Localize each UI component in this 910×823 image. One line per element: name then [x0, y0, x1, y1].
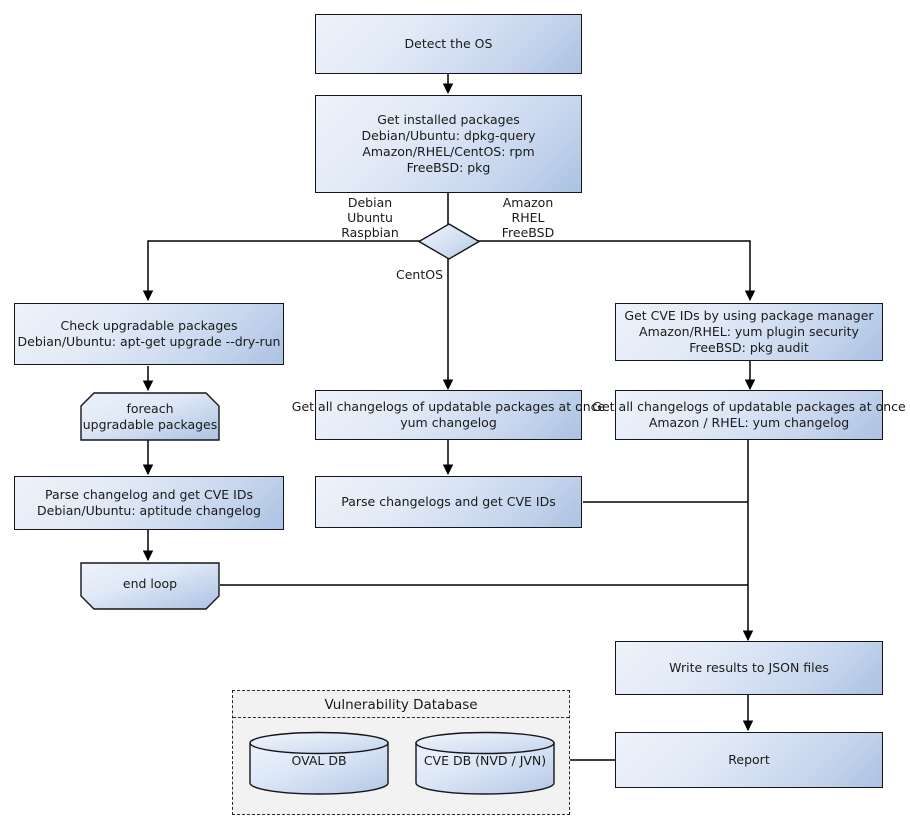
node-get-cve-ids-package-manager-line-2: Amazon/RHEL: yum plugin security [639, 324, 859, 339]
node-foreach-loop-text: foreach upgradable packages [80, 392, 220, 441]
node-changelogs-right-line-2: Amazon / RHEL: yum changelog [648, 415, 850, 430]
node-check-upgradable-packages-line-1: Check upgradable packages [60, 318, 238, 333]
group-header-divider [233, 717, 569, 718]
edge-label-left-branch-line-2: Ubuntu [347, 210, 393, 225]
node-foreach-loop-line-2: upgradable packages [82, 416, 218, 432]
cve-db-label: CVE DB (NVD / JVN) [423, 753, 547, 768]
node-detect-os[interactable]: Detect the OS [315, 14, 582, 74]
node-write-results-json-label: Write results to JSON files [669, 660, 829, 675]
node-write-results-json[interactable]: Write results to JSON files [615, 641, 883, 695]
decision-diamond-os-family[interactable] [418, 223, 480, 260]
edge-label-left-branch-line-1: Debian [347, 195, 393, 210]
oval-db-cylinder [249, 731, 389, 795]
node-get-installed-packages[interactable]: Get installed packages Debian/Ubuntu: dp… [315, 95, 582, 193]
oval-db-label: OVAL DB [291, 753, 347, 768]
edge-label-right-branch-line-3: FreeBSD [501, 225, 555, 240]
node-get-installed-packages-line-3: Amazon/RHEL/CentOS: rpm [362, 144, 535, 159]
node-check-upgradable-packages[interactable]: Check upgradable packages Debian/Ubuntu:… [14, 303, 284, 365]
node-report[interactable]: Report [615, 732, 883, 788]
node-get-cve-ids-package-manager-line-3: FreeBSD: pkg audit [689, 340, 809, 355]
node-end-loop[interactable] [80, 562, 220, 610]
node-changelogs-center-line-2: yum changelog [400, 415, 497, 430]
edge-decision-right [478, 240, 756, 302]
node-get-cve-ids-package-manager-line-1: Get CVE IDs by using package manager [624, 308, 874, 323]
node-foreach-loop-line-1: foreach [126, 400, 174, 416]
node-get-installed-packages-line-2: Debian/Ubuntu: dpkg-query [361, 128, 536, 143]
edge-decision-left [142, 240, 420, 302]
node-parse-changelogs-center-label: Parse changelogs and get CVE IDs [341, 494, 556, 509]
edge-label-right-branch-line-2: RHEL [511, 210, 545, 225]
edge-label-right-branch: Amazon RHEL FreeBSD [483, 195, 573, 240]
node-changelogs-center-line-1: Get all changelogs of updatable packages… [291, 399, 606, 414]
edge-label-left-branch: Debian Ubuntu Raspbian [325, 195, 415, 240]
node-get-cve-ids-package-manager[interactable]: Get CVE IDs by using package manager Ama… [615, 303, 883, 361]
node-report-label: Report [728, 752, 770, 767]
node-foreach-loop[interactable] [80, 392, 220, 441]
node-get-installed-packages-line-4: FreeBSD: pkg [406, 160, 491, 175]
node-changelogs-right-line-1: Get all changelogs of updatable packages… [592, 399, 906, 414]
cve-db-cylinder [415, 731, 555, 795]
edge-label-left-branch-line-3: Raspbian [341, 225, 399, 240]
node-check-upgradable-packages-line-2: Debian/Ubuntu: apt-get upgrade --dry-run [17, 334, 281, 349]
node-get-installed-packages-line-1: Get installed packages [377, 112, 520, 127]
node-end-loop-text: end loop [122, 576, 178, 591]
node-changelogs-right[interactable]: Get all changelogs of updatable packages… [592, 390, 906, 440]
node-changelogs-center[interactable]: Get all changelogs of updatable packages… [292, 390, 605, 440]
vulnerability-database-title: Vulnerability Database [324, 697, 478, 713]
node-parse-changelog-left[interactable]: Parse changelog and get CVE IDs Debian/U… [14, 476, 284, 530]
edge-label-right-branch-line-1: Amazon [502, 195, 554, 210]
node-detect-os-label: Detect the OS [404, 36, 493, 51]
node-parse-changelog-left-line-2: Debian/Ubuntu: aptitude changelog [37, 503, 261, 518]
edge-label-center-branch: CentOS [395, 267, 443, 282]
node-parse-changelog-left-line-1: Parse changelog and get CVE IDs [45, 487, 253, 502]
node-parse-changelogs-center[interactable]: Parse changelogs and get CVE IDs [315, 476, 582, 528]
